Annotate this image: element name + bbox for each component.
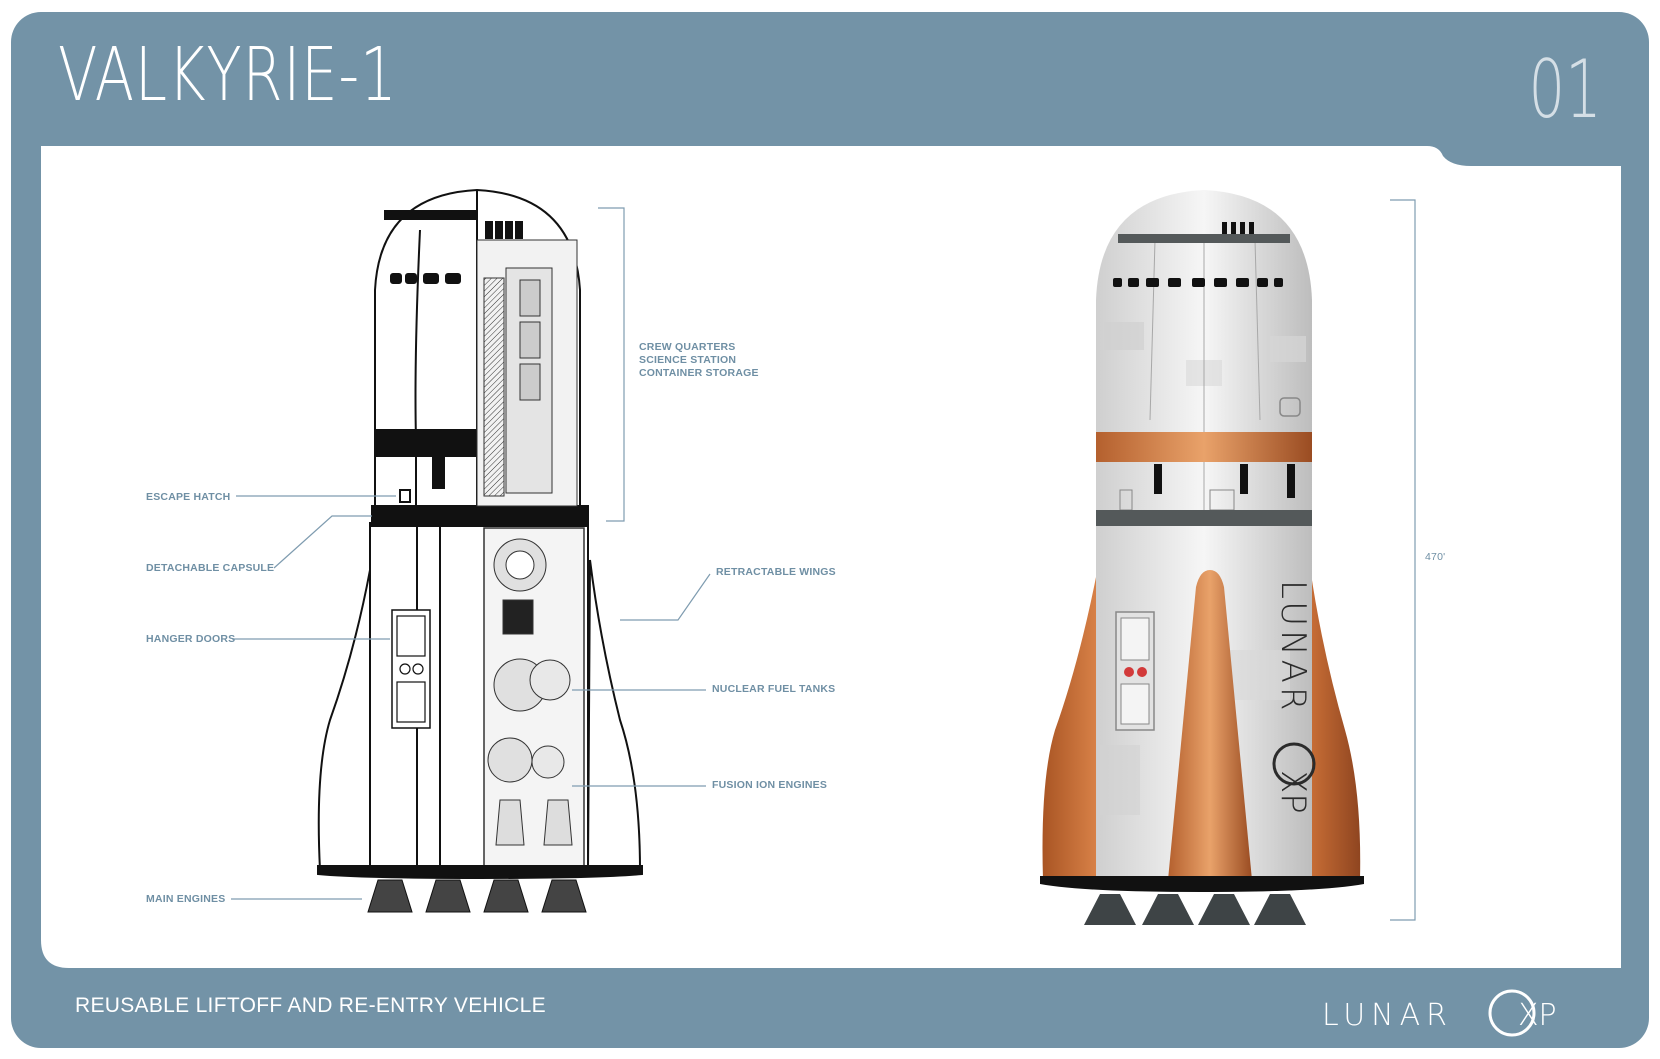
left-booster bbox=[317, 569, 374, 871]
label-main-engines: MAIN ENGINES bbox=[146, 893, 226, 905]
lunarxp-logo: LUNAR XP bbox=[1322, 989, 1557, 1037]
hull-logo: LUNAR XP bbox=[1272, 580, 1316, 814]
label-detachable-capsule: DETACHABLE CAPSULE bbox=[146, 562, 275, 574]
left-fin bbox=[1042, 567, 1098, 880]
logo-wordmark-xp: XP bbox=[1518, 998, 1557, 1033]
right-fin bbox=[1310, 567, 1361, 880]
svg-text:LUNAR: LUNAR bbox=[1273, 580, 1313, 714]
svg-text:XP: XP bbox=[1273, 770, 1313, 814]
schematic-rocket bbox=[317, 188, 643, 913]
dimension-height-label: 470' bbox=[1425, 551, 1446, 563]
vehicle-subtitle: REUSABLE LIFTOFF AND RE-ENTRY VEHICLE bbox=[75, 994, 546, 1017]
right-booster bbox=[586, 559, 642, 871]
page-number: 01 bbox=[1528, 43, 1602, 136]
copper-ring bbox=[1096, 432, 1312, 462]
callout-lines bbox=[231, 199, 1416, 921]
label-hanger-doors: HANGER DOORS bbox=[146, 633, 236, 645]
page-title: VALKYRIE-1 bbox=[58, 32, 398, 118]
label-retractable-wings: RETRACTABLE WINGS bbox=[716, 566, 836, 578]
label-container-storage: CONTAINER STORAGE bbox=[639, 367, 759, 379]
label-escape-hatch: ESCAPE HATCH bbox=[146, 491, 231, 503]
label-science-station: SCIENCE STATION bbox=[639, 354, 737, 366]
label-nuclear-fuel-tanks: NUCLEAR FUEL TANKS bbox=[712, 683, 836, 695]
main-engine-nozzles bbox=[367, 879, 587, 913]
label-crew-quarters: CREW QUARTERS bbox=[639, 341, 736, 353]
label-fusion-ion-engines: FUSION ION ENGINES bbox=[712, 779, 828, 791]
center-strip bbox=[1168, 570, 1252, 880]
logo-wordmark-lunar: LUNAR bbox=[1322, 998, 1453, 1033]
